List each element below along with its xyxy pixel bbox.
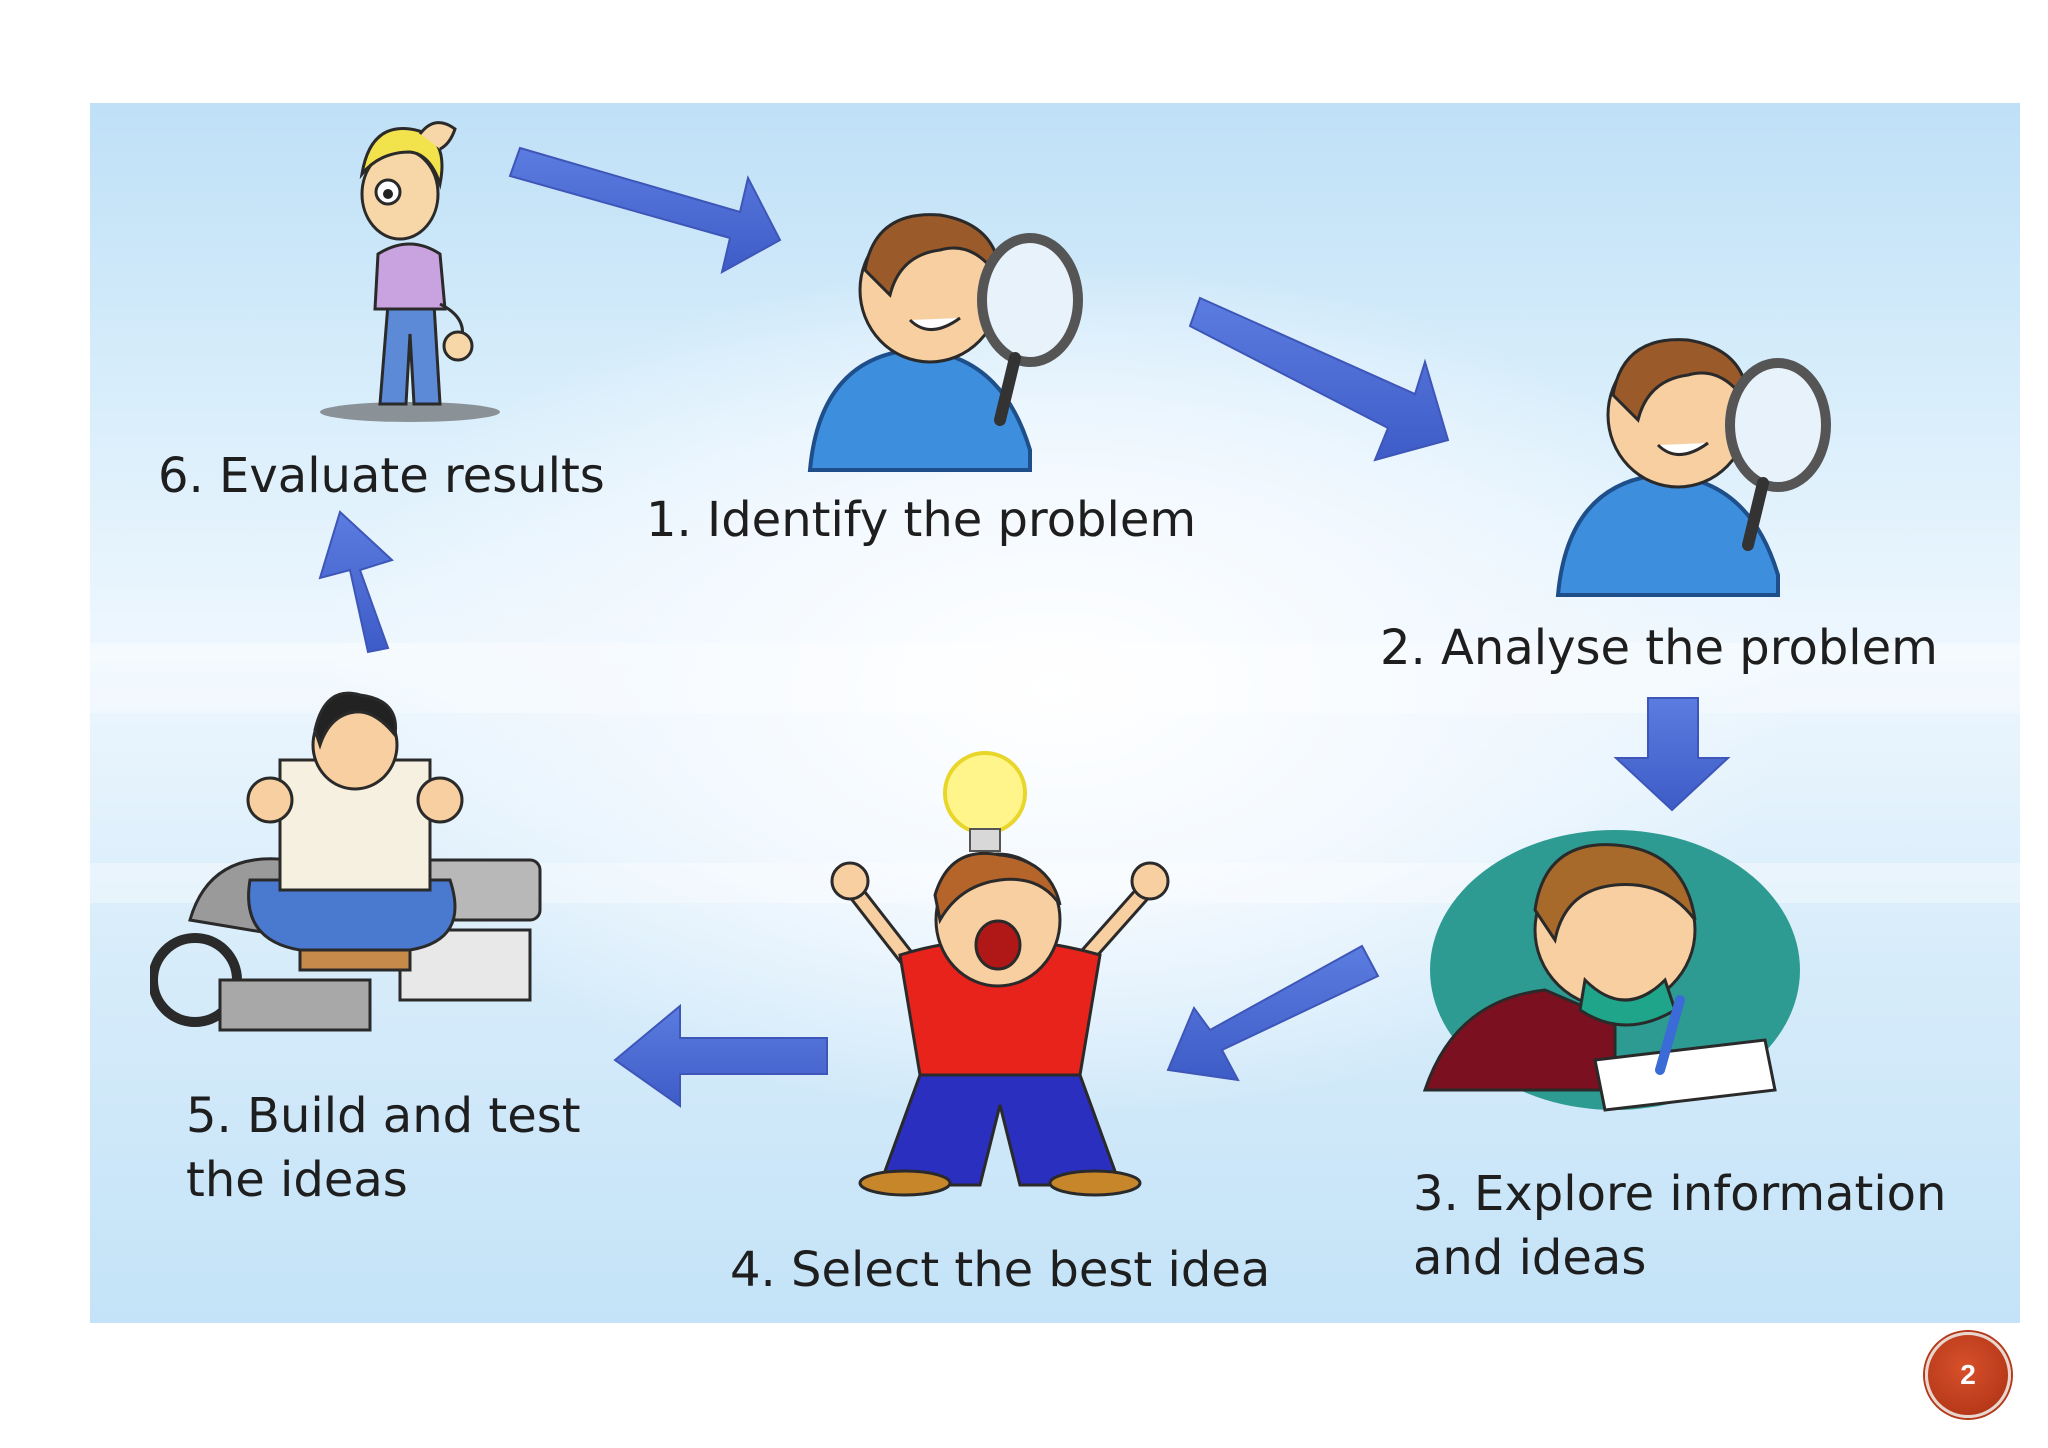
page-number-badge: 2 (1925, 1332, 2011, 1418)
page-number: 2 (1960, 1359, 1976, 1390)
figure-identify-boy (807, 213, 1083, 472)
step-6-label: 6. Evaluate results (158, 448, 605, 504)
arrow-2-to-3 (1613, 697, 1731, 812)
figure-evaluate-person (320, 121, 500, 422)
arrow-3-to-4 (1166, 944, 1380, 1082)
step-5-label-line2: the ideas (186, 1152, 408, 1208)
figure-select-person (830, 751, 1170, 1197)
step-3-label: 3. Explore information and ideas (1413, 1162, 1946, 1290)
arrow-4-to-5 (613, 1003, 828, 1108)
step-4-label: 4. Select the best idea (730, 1242, 1271, 1298)
arrow-6-to-1 (508, 146, 782, 274)
figure-build-person (150, 691, 542, 1032)
arrow-5-to-6 (318, 510, 394, 654)
step-1-label: 1. Identify the problem (646, 492, 1197, 548)
step-5-label-line1: 5. Build and test (186, 1088, 581, 1144)
figure-explore-boy (1422, 830, 1800, 1112)
step-3-label-line2: and ideas (1413, 1230, 1647, 1286)
step-3-label-line1: 3. Explore information (1413, 1166, 1947, 1222)
arrow-1-to-2 (1188, 296, 1450, 462)
step-5-label: 5. Build and test the ideas (186, 1084, 581, 1212)
step-2-label: 2. Analyse the problem (1380, 620, 1938, 676)
figure-analyse-boy (1555, 338, 1831, 597)
